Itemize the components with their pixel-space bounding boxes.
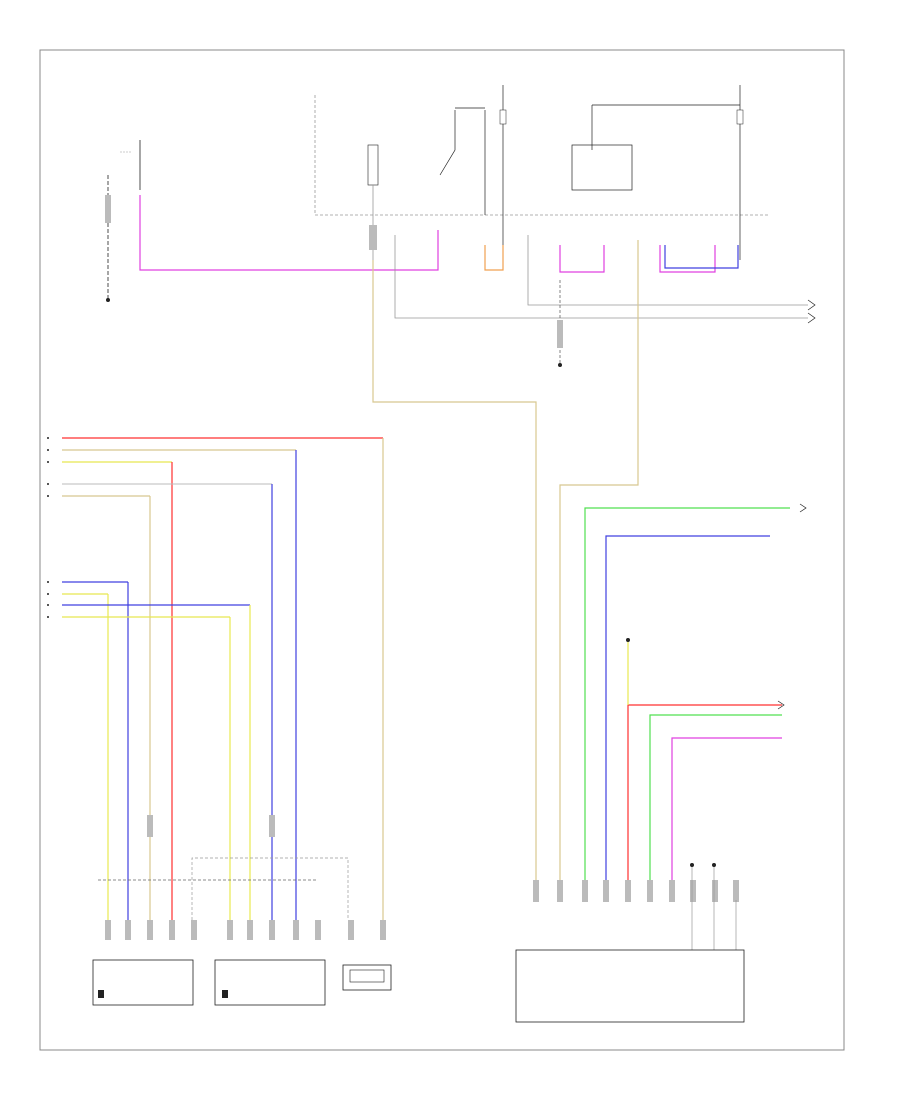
wire-tan-long-2 bbox=[559, 240, 639, 890]
module-main-right bbox=[515, 949, 745, 1023]
wire-violet-right-2 bbox=[605, 535, 770, 890]
sensor-right bbox=[626, 638, 630, 705]
wire-red-right bbox=[627, 704, 782, 890]
wire-pink-right-2 bbox=[671, 737, 782, 890]
relay-top-left bbox=[367, 144, 379, 260]
right-arrows bbox=[777, 299, 816, 710]
wire-green-2 bbox=[649, 714, 782, 890]
relay-top-right bbox=[571, 85, 744, 260]
wire-violet-right bbox=[664, 245, 739, 269]
left-stubs bbox=[47, 437, 49, 618]
wire-orange-loop bbox=[484, 245, 504, 271]
module-left-1 bbox=[92, 959, 194, 1006]
connector-blocks-left bbox=[105, 815, 386, 940]
wire-pink-top bbox=[139, 195, 439, 271]
fuse-top-mid bbox=[499, 85, 507, 260]
diagram-border bbox=[39, 49, 845, 1051]
wire-green bbox=[584, 507, 790, 890]
switch-top-mid bbox=[439, 107, 486, 215]
wire-pink-mid bbox=[559, 245, 605, 273]
ground-middle bbox=[557, 280, 563, 367]
wire-gray-right-2 bbox=[527, 235, 808, 306]
wire-pink-right bbox=[659, 245, 716, 273]
wire-gray-right-1 bbox=[394, 235, 808, 319]
module-left-2 bbox=[214, 959, 326, 1006]
module-left-3 bbox=[342, 964, 392, 991]
switch-left bbox=[105, 140, 141, 302]
connector-blocks-right bbox=[533, 880, 739, 902]
wire-tan-long bbox=[372, 260, 537, 890]
